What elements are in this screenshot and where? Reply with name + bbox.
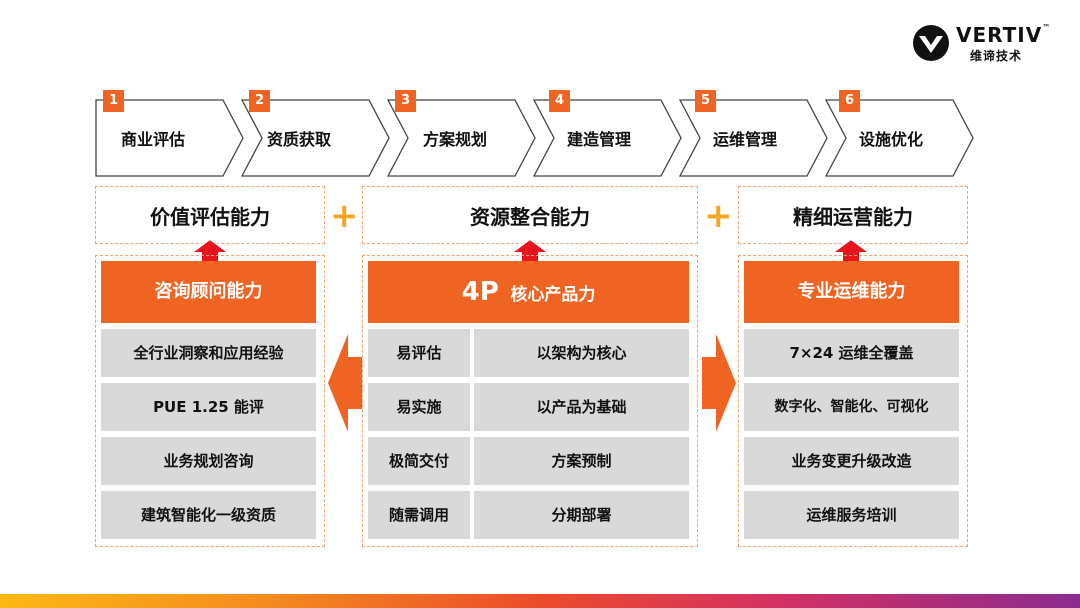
list-item: 7×24 运维全覆盖 xyxy=(744,329,959,377)
step-number: 5 xyxy=(695,90,716,112)
left-arrow-icon xyxy=(328,334,362,432)
right-arrow-icon xyxy=(702,334,736,432)
bottom-gradient-bar xyxy=(0,594,1080,608)
plus-icon: + xyxy=(330,196,359,236)
plus-icon: + xyxy=(704,196,733,236)
list-item: 业务变更升级改造 xyxy=(744,437,959,485)
capability-title: 精细运营能力 xyxy=(793,205,913,229)
panel-header: 专业运维能力 xyxy=(744,261,959,323)
panel-header: 4P 核心产品力 xyxy=(368,261,689,323)
table-cell-right: 方案预制 xyxy=(474,437,689,485)
step-label: 方案规划 xyxy=(423,130,488,149)
table-cell-right: 以架构为核心 xyxy=(474,329,689,377)
table-cell-left: 易评估 xyxy=(368,329,470,377)
chevron-shape xyxy=(679,99,828,177)
step-label: 建造管理 xyxy=(567,130,632,149)
step-number: 3 xyxy=(395,90,416,112)
list-item: 建筑智能化一级资质 xyxy=(101,491,316,539)
step-label: 资质获取 xyxy=(267,130,332,149)
chevron-shape xyxy=(241,99,390,177)
process-step-1: 1 商业评估 xyxy=(95,90,247,178)
table-cell-left: 易实施 xyxy=(368,383,470,431)
step-number: 4 xyxy=(549,90,570,112)
table-cell-left: 极简交付 xyxy=(368,437,470,485)
step-number: 1 xyxy=(103,90,124,112)
brand-subtitle: 维谛技术 xyxy=(970,49,1023,63)
list-item: 运维服务培训 xyxy=(744,491,959,539)
capability-title: 资源整合能力 xyxy=(470,205,590,229)
capability-panel-4p xyxy=(362,255,698,547)
chevron-shape xyxy=(387,99,536,177)
step-number: 2 xyxy=(249,90,270,112)
panel-header: 咨询顾问能力 xyxy=(101,261,316,323)
process-step-5: 5 运维管理 xyxy=(679,90,831,178)
list-item: PUE 1.25 能评 xyxy=(101,383,316,431)
chevron-shape xyxy=(533,99,682,177)
table-cell-left: 随需调用 xyxy=(368,491,470,539)
step-label: 运维管理 xyxy=(713,130,778,149)
process-step-4: 4 建造管理 xyxy=(533,90,685,178)
vertiv-logo: VERTIV™ 维谛技术 xyxy=(912,22,1062,68)
process-step-3: 3 方案规划 xyxy=(387,90,539,178)
step-label: 商业评估 xyxy=(121,130,186,149)
header-sub: 核心产品力 xyxy=(510,285,596,305)
capability-title: 价值评估能力 xyxy=(150,205,270,229)
process-step-2: 2 资质获取 xyxy=(241,90,393,178)
capability-panel-consulting xyxy=(95,255,325,547)
table-cell-right: 以产品为基础 xyxy=(474,383,689,431)
table-cell-right: 分期部署 xyxy=(474,491,689,539)
process-step-6: 6 设施优化 xyxy=(825,90,977,178)
capability-panel-maintenance xyxy=(738,255,968,547)
list-item: 业务规划咨询 xyxy=(101,437,316,485)
list-item: 全行业洞察和应用经验 xyxy=(101,329,316,377)
brand-name: VERTIV™ xyxy=(956,23,1051,47)
step-label: 设施优化 xyxy=(859,130,924,149)
header-main: 4P xyxy=(461,277,499,307)
chevron-shape xyxy=(95,99,244,177)
vertiv-logo-icon xyxy=(913,25,949,61)
list-item: 数字化、智能化、可视化 xyxy=(744,383,959,431)
step-number: 6 xyxy=(839,90,860,112)
chevron-shape xyxy=(825,99,974,177)
